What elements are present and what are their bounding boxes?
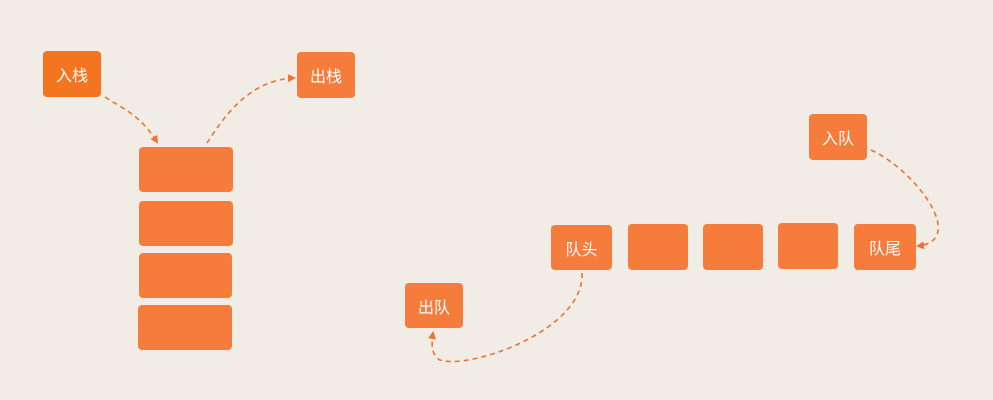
pop-arrow xyxy=(206,74,296,144)
stack-element xyxy=(138,305,232,350)
queue-element xyxy=(778,223,838,269)
push-arrow xyxy=(104,96,159,144)
queue-tail-label: 队尾 xyxy=(868,239,901,258)
push-label: 入栈 xyxy=(55,66,88,85)
stack-element xyxy=(139,253,232,298)
queue-element xyxy=(703,224,763,270)
enqueue-label-box: 入队 xyxy=(809,114,867,160)
stack-element xyxy=(139,147,233,192)
queue-head-label: 队头 xyxy=(565,239,598,259)
dequeue-label-box: 出队 xyxy=(405,283,463,328)
queue-head-box: 队头 xyxy=(551,225,612,270)
dequeue-label: 出队 xyxy=(417,297,450,317)
pop-label-box: 出栈 xyxy=(297,52,355,98)
stack-element xyxy=(139,201,233,246)
enqueue-label: 入队 xyxy=(821,129,854,148)
push-label-box: 入栈 xyxy=(43,51,101,97)
queue-tail-box: 队尾 xyxy=(854,224,916,270)
queue-element xyxy=(628,224,688,270)
pop-label: 出栈 xyxy=(309,67,342,86)
